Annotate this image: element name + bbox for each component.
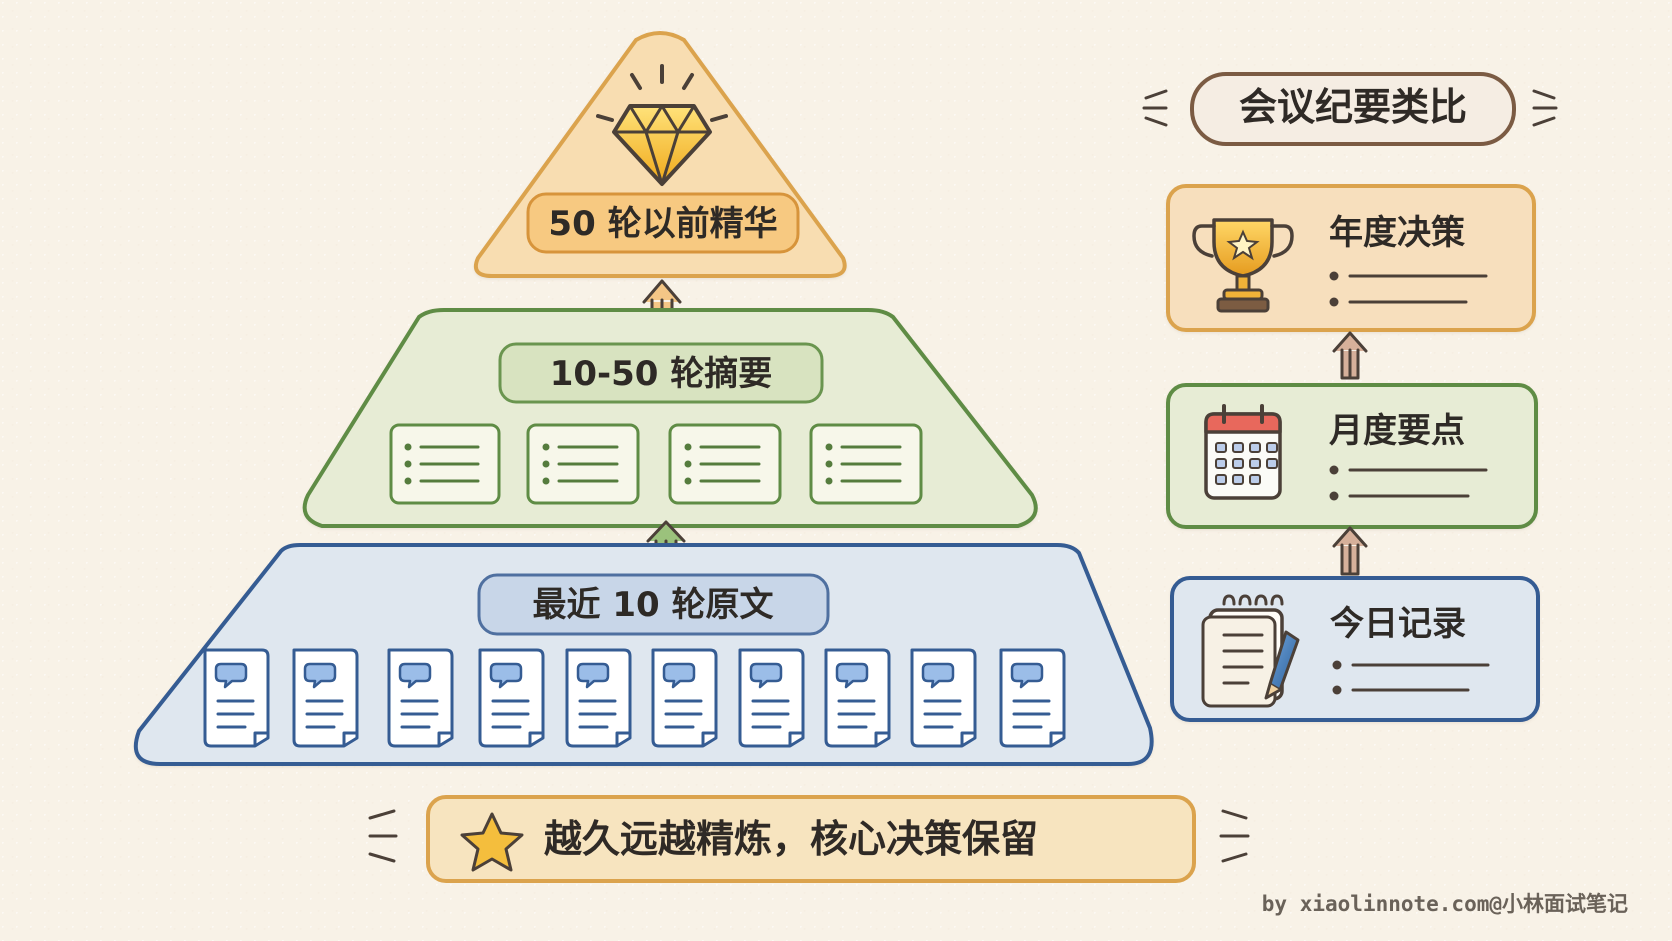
raw-document — [910, 648, 977, 748]
bottom-tier-label: 最近 10 轮原文 — [533, 585, 774, 625]
top-label-box — [526, 192, 800, 254]
analogy-card-annual: 年度决策 — [1166, 184, 1536, 332]
analogy-card-daily: 今日记录 — [1170, 576, 1540, 722]
raw-documents — [203, 648, 1066, 748]
raw-document — [203, 648, 270, 748]
middle-tier-label: 10-50 轮摘要 — [550, 354, 773, 394]
diamond-icon — [596, 64, 728, 186]
analogy-title-group: 会议纪要类比 — [1142, 72, 1558, 146]
analogy-panel: 会议纪要类比 年度决策 — [1142, 72, 1558, 722]
summary-card — [809, 423, 923, 505]
raw-document — [292, 648, 359, 748]
footer-note-box — [426, 795, 1196, 883]
analogy-card-title: 年度决策 — [1329, 213, 1465, 253]
middle-tier: 10-50 轮摘要 — [302, 308, 1038, 528]
star-icon — [460, 812, 524, 872]
raw-document — [565, 648, 632, 748]
bottom-tier: 最近 10 轮原文 — [133, 543, 1154, 766]
main-pyramid: 50 轮以前精华 10-50 轮摘要 — [133, 31, 1154, 766]
top-tier: 50 轮以前精华 — [473, 31, 847, 278]
analogy-card-title: 今日记录 — [1330, 604, 1466, 644]
footer-note: 越久远越精炼，核心决策保留 — [544, 817, 1038, 861]
trophy-icon — [1192, 218, 1294, 313]
watermark: by xiaolinnote.com@小林面试笔记 — [1262, 892, 1628, 916]
arrow-analogy-bottom — [1332, 526, 1368, 576]
analogy-card-monthly: 月度要点 — [1166, 383, 1538, 529]
top-tier-label: 50 轮以前精华 — [548, 204, 777, 244]
raw-document — [738, 648, 805, 748]
arrow-analogy-top — [1332, 331, 1368, 380]
summary-cards — [389, 423, 923, 505]
summary-card — [668, 423, 782, 505]
summary-card — [389, 423, 501, 505]
summary-card — [526, 423, 640, 505]
analogy-card-title: 月度要点 — [1329, 411, 1465, 451]
footer-note-group: 越久远越精炼，核心决策保留 — [368, 795, 1250, 883]
raw-document — [651, 648, 718, 748]
raw-document — [478, 648, 545, 748]
notepad-pen-icon — [1201, 594, 1300, 708]
analogy-title: 会议纪要类比 — [1239, 85, 1467, 129]
raw-document — [387, 648, 454, 748]
raw-document — [824, 648, 891, 748]
analogy-title-box — [1190, 72, 1516, 146]
calendar-icon — [1204, 404, 1282, 500]
middle-label-box — [498, 342, 824, 404]
bottom-label-box — [477, 573, 830, 636]
raw-document — [999, 648, 1066, 748]
